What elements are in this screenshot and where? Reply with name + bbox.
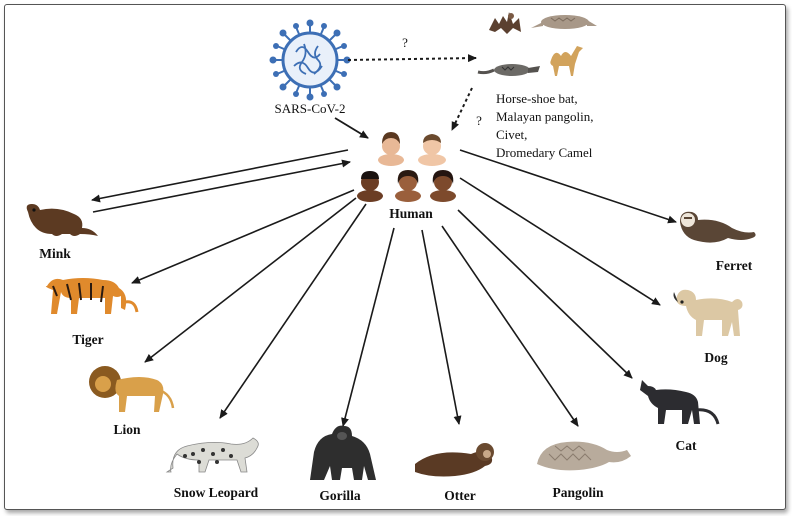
otter-icon: [415, 443, 494, 477]
arrow-to-otter: [421, 229, 462, 425]
snow-leopard-label: Snow Leopard: [174, 485, 259, 500]
gorilla-label: Gorilla: [319, 488, 360, 503]
lion-icon: [89, 366, 175, 412]
arrow-to-tiger: [131, 189, 355, 284]
ferret-icon: [680, 211, 756, 243]
bat-icon: [489, 12, 521, 34]
virus-icon: [269, 19, 351, 101]
virus-label: SARS-CoV-2: [274, 101, 345, 116]
cat-icon: [640, 380, 720, 425]
dog-icon: [673, 289, 743, 336]
reservoir-label: Horse-shoe bat, Malayan pangolin, Civet,…: [496, 91, 593, 160]
arrow-to-pangolin: [441, 225, 579, 427]
arrow-to-lion: [144, 197, 357, 363]
mink-label: Mink: [39, 246, 71, 261]
gorilla-icon: [310, 425, 376, 480]
arrow-human-to-mink: [91, 149, 349, 203]
dog-label: Dog: [704, 350, 727, 365]
malayan-pangolin-icon: [531, 15, 597, 29]
tiger-label: Tiger: [72, 332, 103, 347]
ferret-label: Ferret: [716, 258, 753, 273]
arrow-to-snow-leopard: [219, 203, 367, 419]
human-label: Human: [389, 206, 433, 221]
civet-icon: [477, 64, 540, 76]
reservoir-to-human-arrow: [451, 87, 473, 131]
lion-label: Lion: [113, 422, 141, 437]
cat-label: Cat: [676, 438, 697, 453]
arrow-to-gorilla: [341, 227, 395, 427]
human-group-icon: [357, 132, 456, 202]
pangolin-icon: [537, 441, 631, 471]
diagram-frame: [4, 4, 786, 510]
arrow-mink-to-human: [92, 159, 351, 213]
reservoir-line-3: Civet,: [496, 127, 527, 142]
snow-leopard-icon: [165, 437, 259, 473]
virus-to-human-arrow: [334, 117, 369, 139]
pangolin-label: Pangolin: [552, 485, 604, 500]
reservoir-line-2: Malayan pangolin,: [496, 109, 593, 124]
reservoir-line-1: Horse-shoe bat,: [496, 91, 578, 106]
reservoir-line-4: Dromedary Camel: [496, 145, 593, 160]
transmission-arrows: [91, 149, 677, 427]
arrow-to-cat: [457, 209, 633, 379]
otter-label: Otter: [444, 488, 475, 503]
mink-icon: [26, 204, 98, 236]
virus-to-reservoir-arrow: [347, 54, 477, 63]
question-mark-bottom: ?: [476, 113, 482, 128]
tiger-icon: [45, 278, 139, 314]
question-mark-top: ?: [402, 35, 408, 50]
arrow-to-dog: [459, 177, 661, 306]
camel-icon: [550, 46, 583, 76]
arrow-to-ferret: [459, 149, 677, 224]
